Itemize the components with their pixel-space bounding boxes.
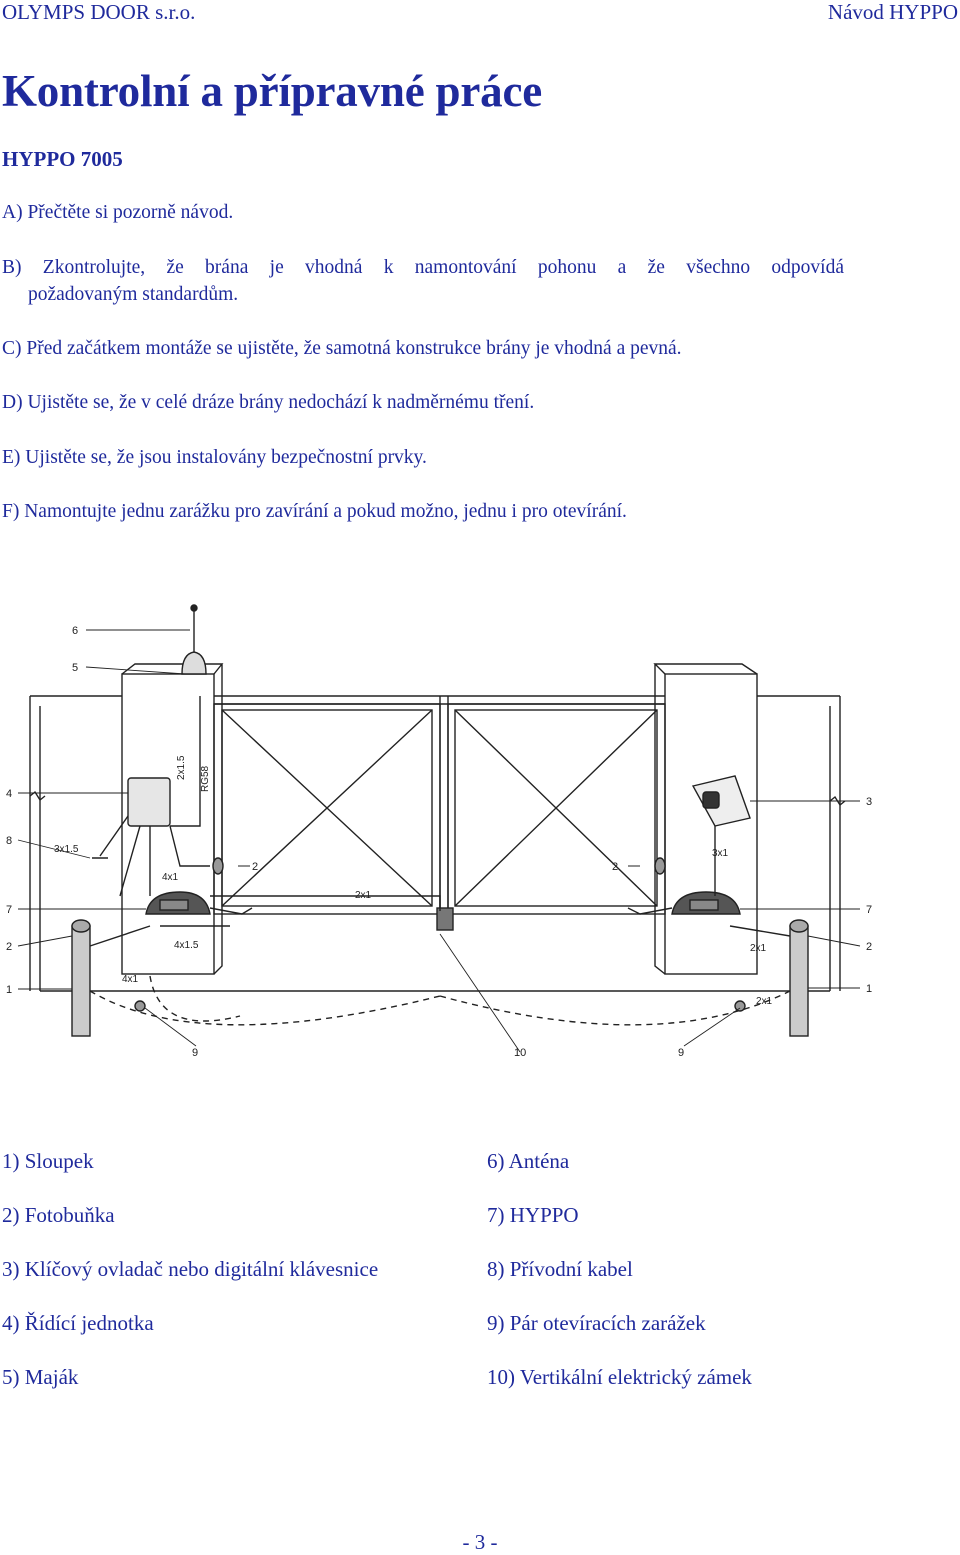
page-title: Kontrolní a přípravné práce [2,66,543,116]
cable-label-3x1-5: 3x1.5 [54,844,79,855]
legend-item-5: 5) Maják [2,1365,79,1389]
header-company: OLYMPS DOOR s.r.o. [2,0,196,24]
gate-installation-diagram: 6 5 4 8 7 2 1 3 7 2 1 9 10 9 2 2 2x1.5 R… [6,604,872,1059]
header-document: Návod HYPPO [827,0,958,24]
legend-item-8: 8) Přívodní kabel [487,1257,633,1281]
legend-item-9: 9) Pár otevíracích zarážek [487,1311,706,1335]
key-selector [691,775,751,827]
callout-2-left: 2 [6,941,12,953]
step-a: A) Přečtěte si pozorně návod. [2,202,234,223]
callout-2-photocell-left: 2 [252,861,258,873]
step-d: D) Ujistěte se, že v celé dráze brány ne… [2,392,535,413]
cable-label-2x1-center: 2x1 [355,890,372,901]
legend-item-7: 7) HYPPO [487,1203,579,1227]
step-b-continued: požadovaným standardům. [28,284,239,305]
callout-4: 4 [6,788,12,800]
electric-lock [436,907,454,931]
step-b: B) Zkontrolujte, že brána je vhodná k na… [2,257,844,278]
callout-3: 3 [866,796,872,808]
cable-label-2x1-bottom-right: 2x1 [756,996,773,1007]
legend-item-2: 2) Fotobuňka [2,1203,115,1227]
legend-item-10: 10) Vertikální elektrický zámek [487,1365,752,1389]
callout-2-photocell-right: 2 [612,861,618,873]
right-pillar [664,673,758,975]
callout-5: 5 [72,662,78,674]
beacon [181,651,207,675]
callout-7-right: 7 [866,904,872,916]
callout-9-right: 9 [678,1047,684,1059]
callout-10: 10 [514,1047,526,1059]
cable-label-4x1-5: 4x1.5 [174,940,199,951]
photocell-post-left [71,925,91,1037]
legend-item-1: 1) Sloupek [2,1149,94,1173]
callout-2-right: 2 [866,941,872,953]
callout-6: 6 [72,625,78,637]
cable-label-4x1-bottom: 4x1 [122,974,139,985]
legend-item-3: 3) Klíčový ovladač nebo digitální kláves… [2,1257,379,1281]
control-unit [127,777,171,827]
step-c: C) Před začátkem montáže se ujistěte, že… [2,338,682,359]
step-f: F) Namontujte jednu zarážku pro zavírání… [2,501,627,522]
cable-label-4x1-top: 4x1 [162,872,179,883]
photocell-post-right [789,925,809,1037]
callout-8: 8 [6,835,12,847]
cable-label-2x1-5: 2x1.5 [176,755,187,780]
cable-label-rg58: RG58 [200,765,211,792]
callout-1-right: 1 [866,983,872,995]
legend-item-4: 4) Řídící jednotka [2,1311,154,1335]
legend-item-6: 6) Anténa [487,1149,570,1173]
left-wall [29,695,122,991]
step-e: E) Ujistěte se, že jsou instalovány bezp… [2,447,427,468]
cable-label-3x1: 3x1 [712,848,729,859]
callout-1-left: 1 [6,984,12,996]
callout-9-left: 9 [192,1047,198,1059]
model-subtitle: HYPPO 7005 [2,147,123,171]
page-number: - 3 - [462,1530,498,1554]
callout-7-left: 7 [6,904,12,916]
cable-label-2x1-right: 2x1 [750,943,767,954]
